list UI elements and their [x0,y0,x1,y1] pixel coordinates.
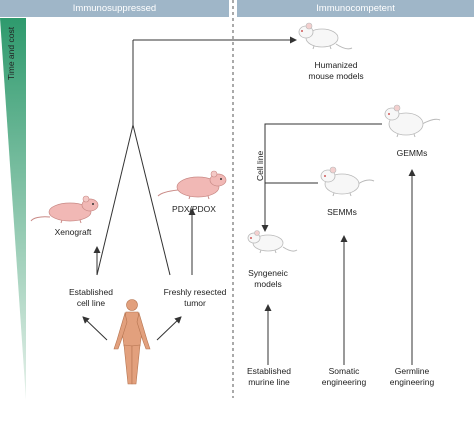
semms-label: SEMMs [327,207,357,217]
right-arrows [261,123,416,365]
gemms-label: GEMMs [396,148,428,158]
left-tree [82,36,297,341]
germline-engineering-label: Germline engineering [389,366,435,387]
established-cell-line-label: Established cell line [69,287,113,308]
syngeneic-mouse-icon [247,230,298,254]
syngeneic-models-label: Syngeneic models [248,268,288,289]
xenograft-mouse-icon [30,195,99,224]
freshly-resected-tumor-label: Freshly resected tumor [163,287,227,308]
pdx-pdox-label: PDX/PDOX [172,204,216,214]
immunosuppressed-header: Immunosuppressed [0,0,229,17]
humanized-mouse-icon [298,22,353,50]
human-figure-icon [113,299,151,385]
immunocompetent-header: Immunocompetent [237,0,474,17]
somatic-engineering-label: Somatic engineering [321,366,367,387]
cell-line-label: Cell line [255,150,265,181]
pdx-mouse-icon [157,170,227,200]
humanized-mouse-models-label: Humanized mouse models [308,60,364,81]
time-and-cost-label: Time and cost [6,26,16,80]
gemms-mouse-icon [384,104,441,138]
semms-mouse-icon [320,166,375,197]
xenograft-label: Xenograft [54,227,92,237]
established-murine-line-label: Established murine line [247,366,291,387]
time-cost-wedge [0,18,26,400]
